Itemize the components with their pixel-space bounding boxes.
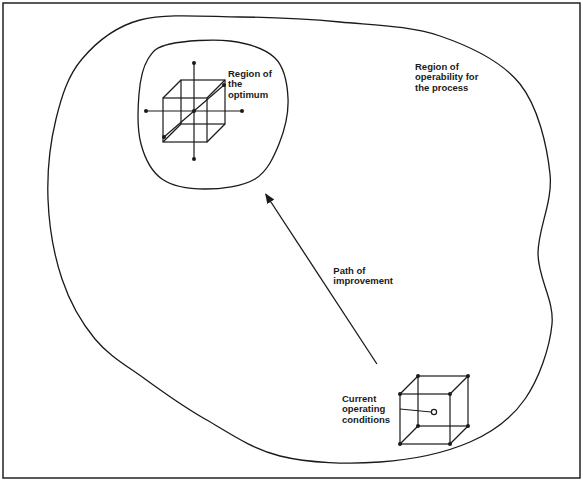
frame-border <box>3 3 580 478</box>
center-point <box>431 409 436 414</box>
region-label: Region of operability for the process <box>415 62 479 93</box>
region-label: Region of the optimum <box>228 69 282 100</box>
axial-line <box>164 85 224 137</box>
design-point <box>144 109 148 113</box>
region-outline <box>48 16 552 463</box>
design-point <box>466 424 470 428</box>
optimum-region-outline <box>135 36 293 194</box>
design-point <box>398 442 402 446</box>
design-point <box>416 424 420 428</box>
factorial-cube <box>400 376 468 444</box>
arrow-label: Path of improvement <box>331 265 397 288</box>
design-point <box>192 157 196 161</box>
optimum-region: Region of the optimum <box>135 36 293 194</box>
design-point <box>222 83 226 87</box>
design-point <box>240 109 244 113</box>
design-point <box>466 374 470 378</box>
factorial-cube <box>146 63 242 159</box>
current-conditions: Current operating conditions <box>340 364 476 459</box>
design-point <box>398 392 402 396</box>
design-point <box>162 135 166 139</box>
design-point <box>192 109 196 113</box>
region-label: Current operating conditions <box>342 394 396 425</box>
design-point <box>192 61 196 65</box>
operability-region: Region of operability for the process Reg… <box>40 14 558 470</box>
operability-region-outline <box>40 14 558 470</box>
design-point <box>416 374 420 378</box>
leader-line <box>400 409 431 412</box>
region-outline <box>138 40 288 189</box>
design-point <box>448 442 452 446</box>
design-point <box>448 392 452 396</box>
